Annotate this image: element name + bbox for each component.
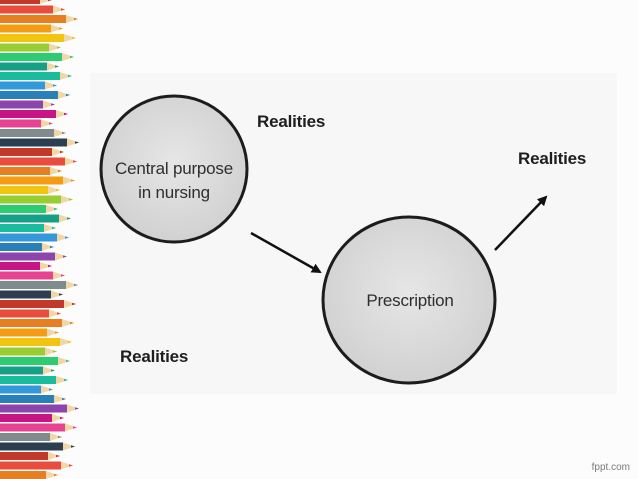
prescription-circle (321, 215, 497, 385)
realities-label-top: Realities (257, 112, 326, 131)
central-purpose-circle (99, 94, 249, 244)
arrow-prescription-to-realities (494, 195, 548, 251)
central-purpose-line1: Central purpose (115, 159, 233, 178)
fppt-watermark: fppt.com (591, 462, 630, 473)
prescription-label: Prescription (366, 291, 454, 310)
realities-label-right: Realities (518, 149, 587, 168)
central-purpose-label: Central purpose in nursing (100, 157, 248, 205)
realities-label-bottom: Realities (120, 347, 189, 366)
colored-pencils-border (0, 0, 79, 479)
arrow-central-to-prescription (250, 231, 322, 274)
central-purpose-line2: in nursing (138, 183, 210, 202)
